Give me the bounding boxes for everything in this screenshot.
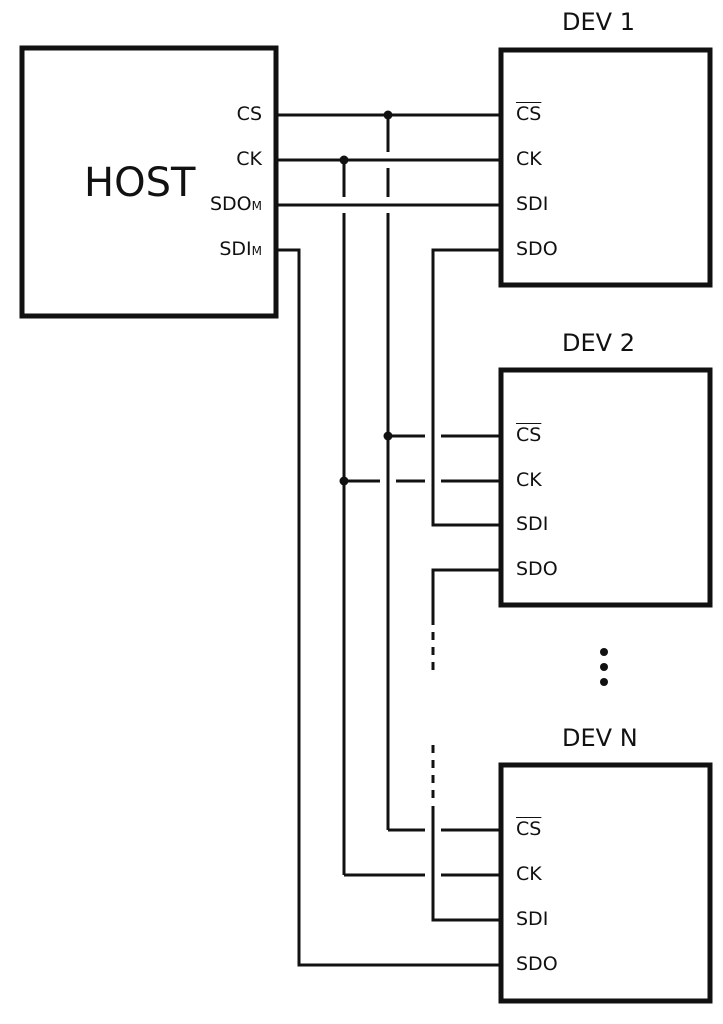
- dev1-sdo-to-dev2-sdi-wire: [431, 248, 499, 527]
- devn-pin-sdi: SDI: [516, 908, 549, 930]
- host-title: HOST: [84, 160, 196, 206]
- ellipsis-dot: [600, 648, 608, 656]
- dev2-pin-sdi: SDI: [516, 513, 549, 535]
- pin-label: CS: [236, 103, 262, 125]
- dev1-pin-sdi: SDI: [516, 193, 549, 215]
- dev2-pin-ck: CK: [516, 469, 542, 491]
- pin-label: SDO: [209, 193, 252, 215]
- devn-sdi-wire: [431, 806, 499, 922]
- host-box: [19, 45, 279, 319]
- devn-pin-sdo: SDO: [516, 953, 558, 975]
- ellipsis-dot: [600, 678, 608, 686]
- dev2-pin-sdo: SDO: [516, 558, 558, 580]
- cs-junction-dot: [383, 431, 393, 441]
- ellipsis-dot: [600, 663, 608, 671]
- dev1-pin-sdo: SDO: [516, 238, 558, 260]
- ck-junction-dot: [339, 476, 349, 486]
- dev1-pin-cs: CS: [516, 103, 542, 125]
- dev2-title: DEV 2: [562, 329, 635, 357]
- devn-title: DEV N: [562, 724, 638, 752]
- devn-box: [498, 762, 713, 1004]
- pin-subscript: M: [251, 244, 262, 258]
- devn-pin-ck: CK: [516, 863, 542, 885]
- host-pin-ck: CK: [236, 150, 262, 169]
- dev2-box: [498, 367, 713, 608]
- dev2-sdo-wire: [431, 568, 499, 617]
- ck-junction-dot: [339, 155, 349, 165]
- host-pin-cs: CS: [237, 105, 262, 124]
- devn-pin-cs: CS: [516, 818, 542, 840]
- host-pin-sdi-m: SDIM: [219, 240, 262, 259]
- cs-junction-dot: [383, 110, 393, 120]
- dev1-box: [498, 47, 713, 288]
- host-pin-sdo-m: SDOM: [210, 195, 262, 214]
- dev2-pin-cs: CS: [516, 424, 542, 446]
- dev1-pin-ck: CK: [516, 148, 542, 170]
- sdi-m-return-wire: [278, 248, 499, 967]
- pin-subscript: M: [251, 199, 262, 213]
- dev1-title: DEV 1: [562, 8, 635, 36]
- pin-label: SDI: [219, 238, 252, 260]
- pin-label: CK: [236, 148, 262, 170]
